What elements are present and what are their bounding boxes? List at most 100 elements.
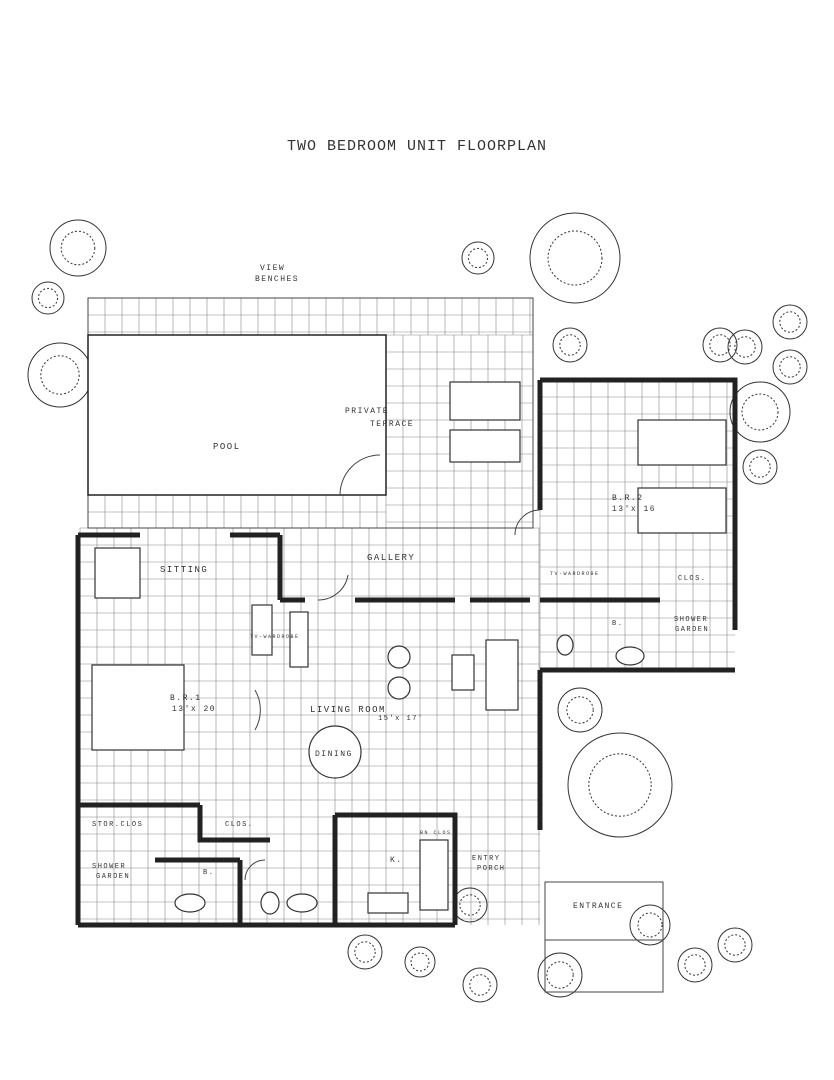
label-shower-right-1: SHOWER <box>674 616 708 624</box>
tree-canopy <box>404 946 436 978</box>
label-private: PRIVATE <box>345 407 389 416</box>
tree-foliage <box>410 952 430 972</box>
toilet-br2 <box>556 634 574 656</box>
tree-foliage <box>779 356 801 378</box>
label-terrace: TERRACE <box>370 420 414 429</box>
terrace-table-2 <box>449 429 521 463</box>
label-living-room: LIVING ROOM <box>310 705 386 715</box>
kitchen-sink <box>367 892 409 914</box>
tree-foliage <box>559 334 581 356</box>
label-br1-size: 13'x 20 <box>172 705 216 714</box>
tree-canopy <box>552 327 588 363</box>
tree-canopy <box>31 281 65 315</box>
bath-basin-br2 <box>615 646 645 666</box>
living-table <box>451 654 475 691</box>
tree-canopy <box>742 449 778 485</box>
tree-canopy <box>567 732 673 838</box>
terrace-table-1 <box>449 381 521 421</box>
label-benches: BENCHES <box>255 275 299 284</box>
living-sideboard <box>289 611 309 668</box>
br2-bed-1 <box>637 419 727 466</box>
tree-foliage <box>741 393 779 431</box>
tree-canopy <box>49 219 107 277</box>
bath-basin-left <box>174 893 206 913</box>
tree-foliage <box>467 247 489 269</box>
tree-canopy <box>702 327 738 363</box>
tree-foliage <box>546 961 574 989</box>
tree-canopy <box>452 887 488 923</box>
landscape-trees <box>27 212 808 1003</box>
label-bath-right: B. <box>612 620 623 628</box>
tree-canopy <box>347 934 383 970</box>
label-br2: B.R.2 <box>612 494 644 503</box>
label-gallery: GALLERY <box>367 553 415 563</box>
label-shower-left-1: SHOWER <box>92 863 126 871</box>
tree-foliage <box>588 753 652 817</box>
tree-foliage <box>547 230 603 286</box>
pool <box>87 334 387 496</box>
tree-foliage <box>459 894 481 916</box>
kitchen-counter <box>419 839 449 911</box>
tree-canopy <box>677 947 713 983</box>
tree-canopy <box>462 967 498 1003</box>
toilet-left <box>260 891 280 915</box>
tree-canopy <box>727 329 763 365</box>
tree-foliage <box>469 974 491 996</box>
label-br2-size: 13'x 16 <box>612 505 656 514</box>
label-view: VIEW <box>260 264 285 273</box>
kitchen-walls <box>332 812 458 925</box>
door-swing-bath <box>244 859 266 881</box>
label-shower-right-2: GARDEN <box>675 626 709 634</box>
tv-wardrobe-left-unit <box>251 604 273 656</box>
tree-canopy <box>537 952 583 998</box>
label-dining: DINING <box>315 750 353 759</box>
label-entry-1: ENTRY <box>472 855 501 863</box>
label-bn-clos: BN CLOS <box>420 830 452 836</box>
label-clos-right: CLOS. <box>678 575 707 583</box>
label-bath-left: B. <box>203 869 214 877</box>
label-shower-left-2: GARDEN <box>96 873 130 881</box>
tree-canopy <box>461 241 495 275</box>
label-living-size: 15'x 17' <box>378 715 424 723</box>
tree-foliage <box>779 311 801 333</box>
br1-walls <box>78 802 270 843</box>
sitting-sofa <box>94 547 141 599</box>
tree-foliage <box>709 334 731 356</box>
tree-canopy <box>557 687 603 733</box>
br2-bed-2 <box>637 487 727 534</box>
label-kitchen: K. <box>390 856 403 865</box>
tree-foliage <box>566 696 594 724</box>
tree-foliage <box>684 954 706 976</box>
tree-canopy <box>772 304 808 340</box>
entrance-walk <box>544 881 664 993</box>
door-swing-br2 <box>514 509 541 536</box>
label-tv-wardrobe-right: TV-WARDROBE <box>550 571 600 577</box>
tree-foliage <box>724 934 746 956</box>
tree-canopy <box>27 342 93 408</box>
door-swing-gallery <box>317 574 349 601</box>
tree-foliage <box>749 456 771 478</box>
label-stor-clos: STOR.CLOS <box>92 821 143 829</box>
bath-basin-right <box>286 893 318 913</box>
label-tv-wardrobe-left: TV-WARDROBE <box>250 634 300 640</box>
tree-foliage <box>60 230 96 266</box>
tree-canopy <box>729 381 791 443</box>
br1-bed <box>91 664 185 751</box>
tree-foliage <box>354 941 376 963</box>
br2-walls <box>537 377 738 673</box>
bath-wall <box>155 857 243 925</box>
tree-foliage <box>40 355 80 395</box>
tree-canopy <box>629 904 671 946</box>
tree-canopy <box>772 349 808 385</box>
tree-canopy <box>529 212 621 304</box>
dining-table <box>308 725 362 779</box>
door-swing-br1 <box>254 689 261 731</box>
label-br1: B.R.1 <box>170 694 202 703</box>
diagram-title: TWO BEDROOM UNIT FLOORPLAN <box>286 138 548 155</box>
tree-foliage <box>734 336 756 358</box>
label-pool: POOL <box>213 442 241 452</box>
tree-foliage <box>37 287 59 309</box>
living-sofa <box>485 639 519 711</box>
tree-foliage <box>637 912 663 938</box>
label-entry-2: PORCH <box>477 865 506 873</box>
